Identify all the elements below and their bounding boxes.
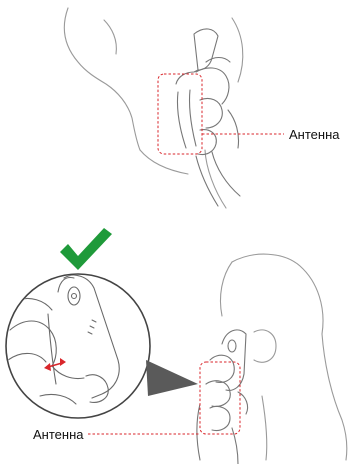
bottom-hand-and-phone: [197, 330, 248, 464]
zoom-circle: [6, 274, 198, 418]
top-hand-and-phone: [176, 29, 240, 206]
antenna-label-top: Антенна: [289, 128, 339, 141]
checkmark-icon: [60, 228, 112, 270]
top-head-outline: [64, 8, 242, 208]
bottom-head-outline: [220, 254, 346, 460]
antenna-label-bottom: Антенна: [33, 428, 83, 441]
